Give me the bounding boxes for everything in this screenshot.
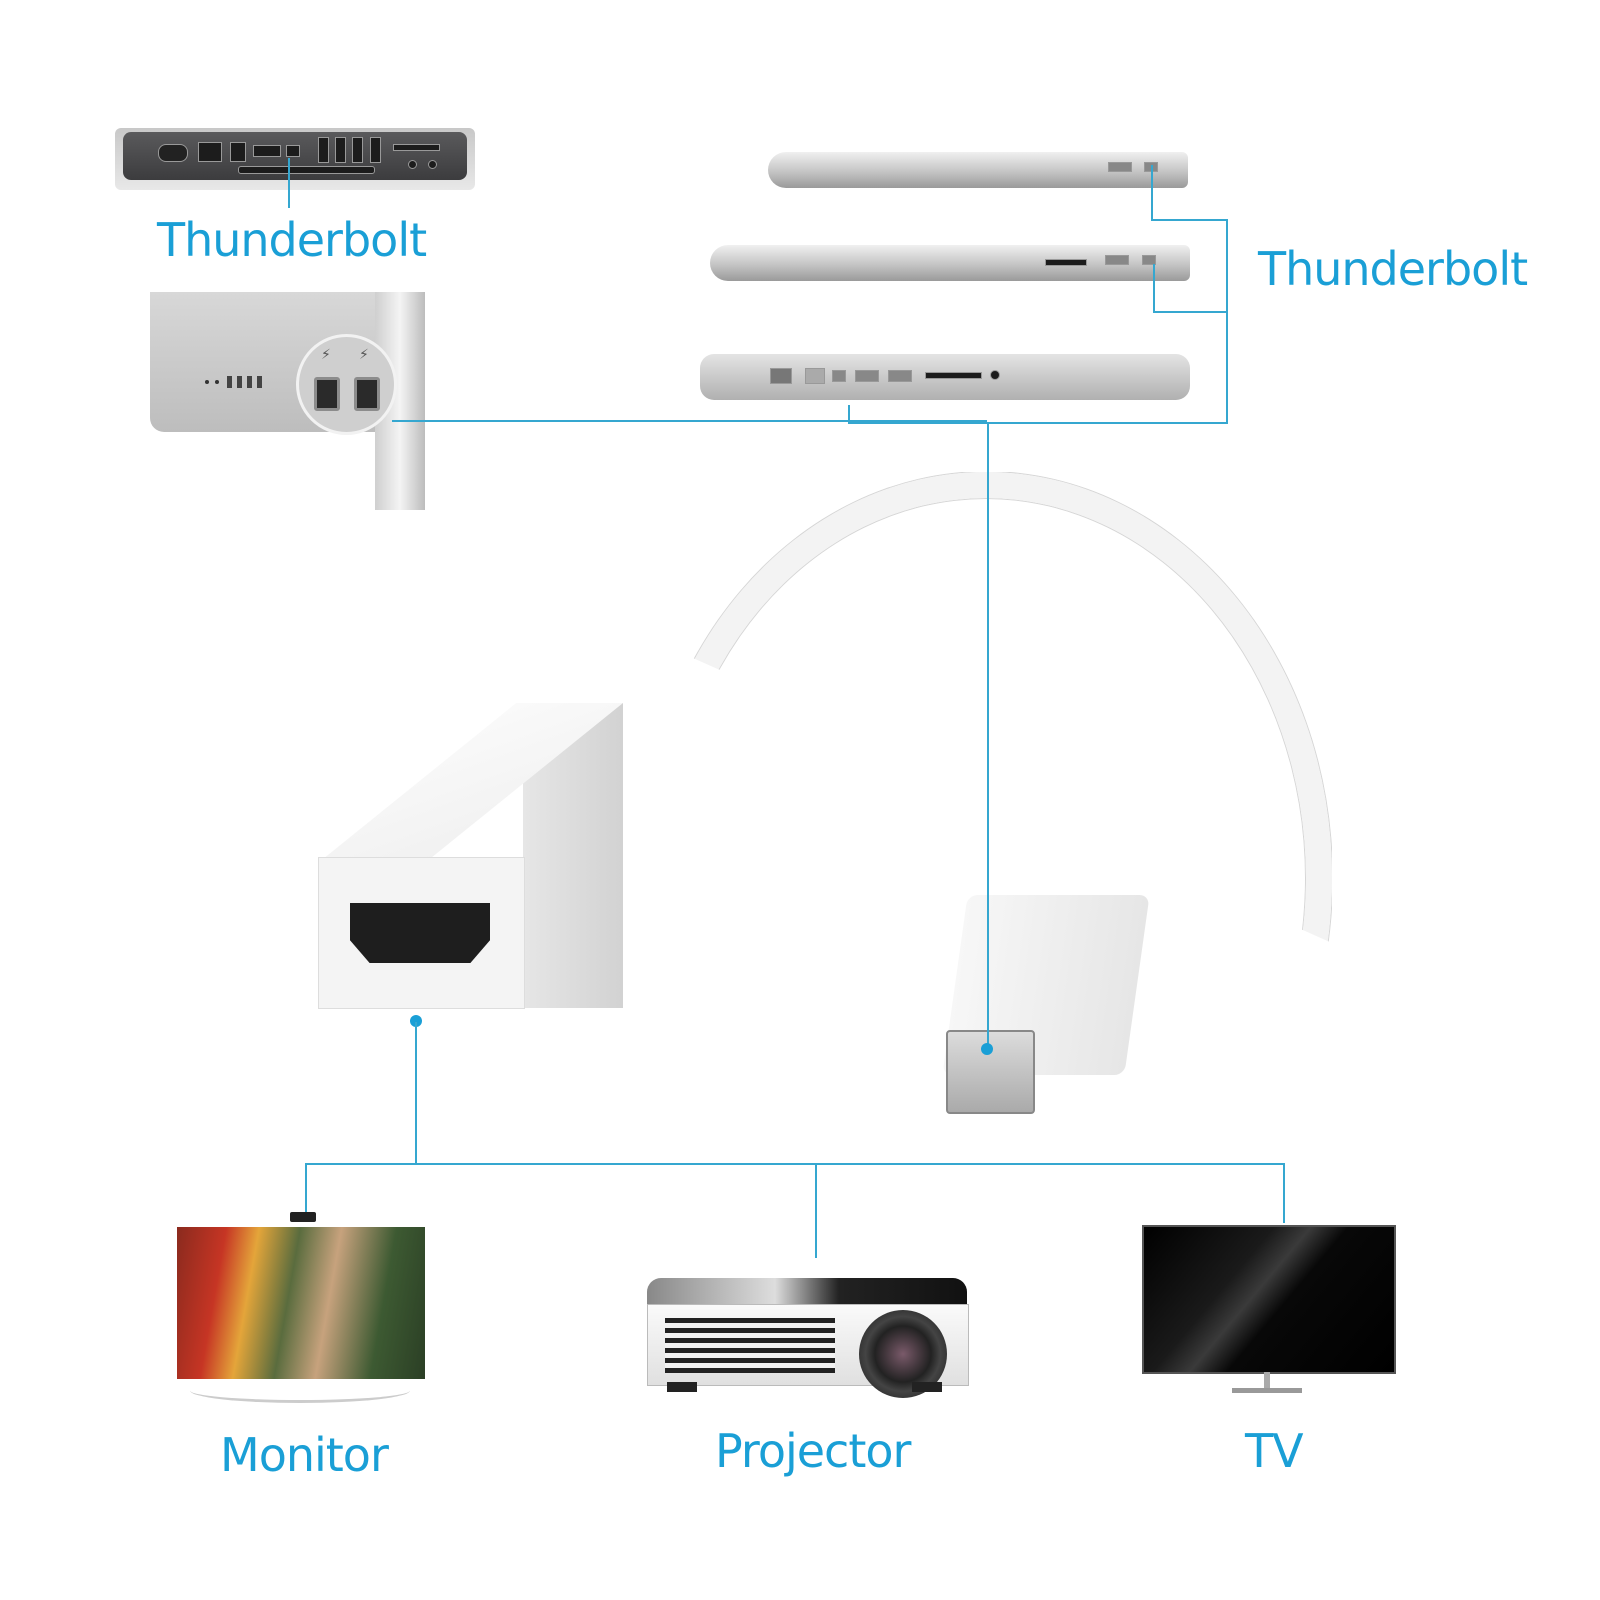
connector-line xyxy=(1283,1163,1285,1223)
tv-stand-neck xyxy=(1264,1372,1270,1390)
connector-line xyxy=(288,158,290,208)
thunderbolt-port xyxy=(354,377,380,411)
connector-line xyxy=(1151,219,1228,221)
connector-line xyxy=(1226,219,1228,424)
pointer-dot xyxy=(981,1043,993,1055)
connector-line xyxy=(1153,264,1155,312)
connector-line xyxy=(848,422,1228,424)
imac-image: ⚡ ⚡ xyxy=(150,292,438,510)
mac-mini-rear-panel xyxy=(123,132,467,180)
thunderbolt-zoom-circle: ⚡ ⚡ xyxy=(296,334,397,435)
tv-label: TV xyxy=(1245,1424,1304,1478)
connector-line xyxy=(987,422,989,1047)
macbook-air-11-image xyxy=(768,152,1188,188)
mini-displayport-plug xyxy=(946,1030,1035,1114)
thunderbolt-label-right: Thunderbolt xyxy=(1258,242,1528,296)
monitor-label: Monitor xyxy=(220,1428,389,1482)
pointer-dot xyxy=(410,1015,422,1027)
macbook-air-13-image xyxy=(710,245,1190,281)
macbook-pro-image xyxy=(700,354,1190,400)
projector-image xyxy=(647,1270,969,1398)
connector-line xyxy=(848,405,850,423)
thunderbolt-port xyxy=(314,377,340,411)
mac-mini-image xyxy=(115,128,475,190)
hdmi-port xyxy=(350,903,490,963)
connector-line xyxy=(1153,311,1228,313)
connector-line xyxy=(1151,165,1153,220)
thunderbolt-label-left: Thunderbolt xyxy=(157,213,427,267)
connector-line xyxy=(815,1163,817,1258)
monitor-image xyxy=(177,1227,425,1379)
connector-line xyxy=(415,1022,417,1165)
monitor-stand xyxy=(190,1378,410,1403)
webcam xyxy=(290,1212,316,1222)
connector-line xyxy=(305,1163,1285,1165)
connector-line xyxy=(392,420,987,422)
projector-label: Projector xyxy=(715,1424,911,1478)
tv-image xyxy=(1142,1225,1396,1374)
thunderbolt-port xyxy=(286,145,300,157)
tv-stand-base xyxy=(1232,1388,1302,1393)
hdmi-female-connector xyxy=(318,643,716,1023)
connector-line xyxy=(305,1163,307,1215)
